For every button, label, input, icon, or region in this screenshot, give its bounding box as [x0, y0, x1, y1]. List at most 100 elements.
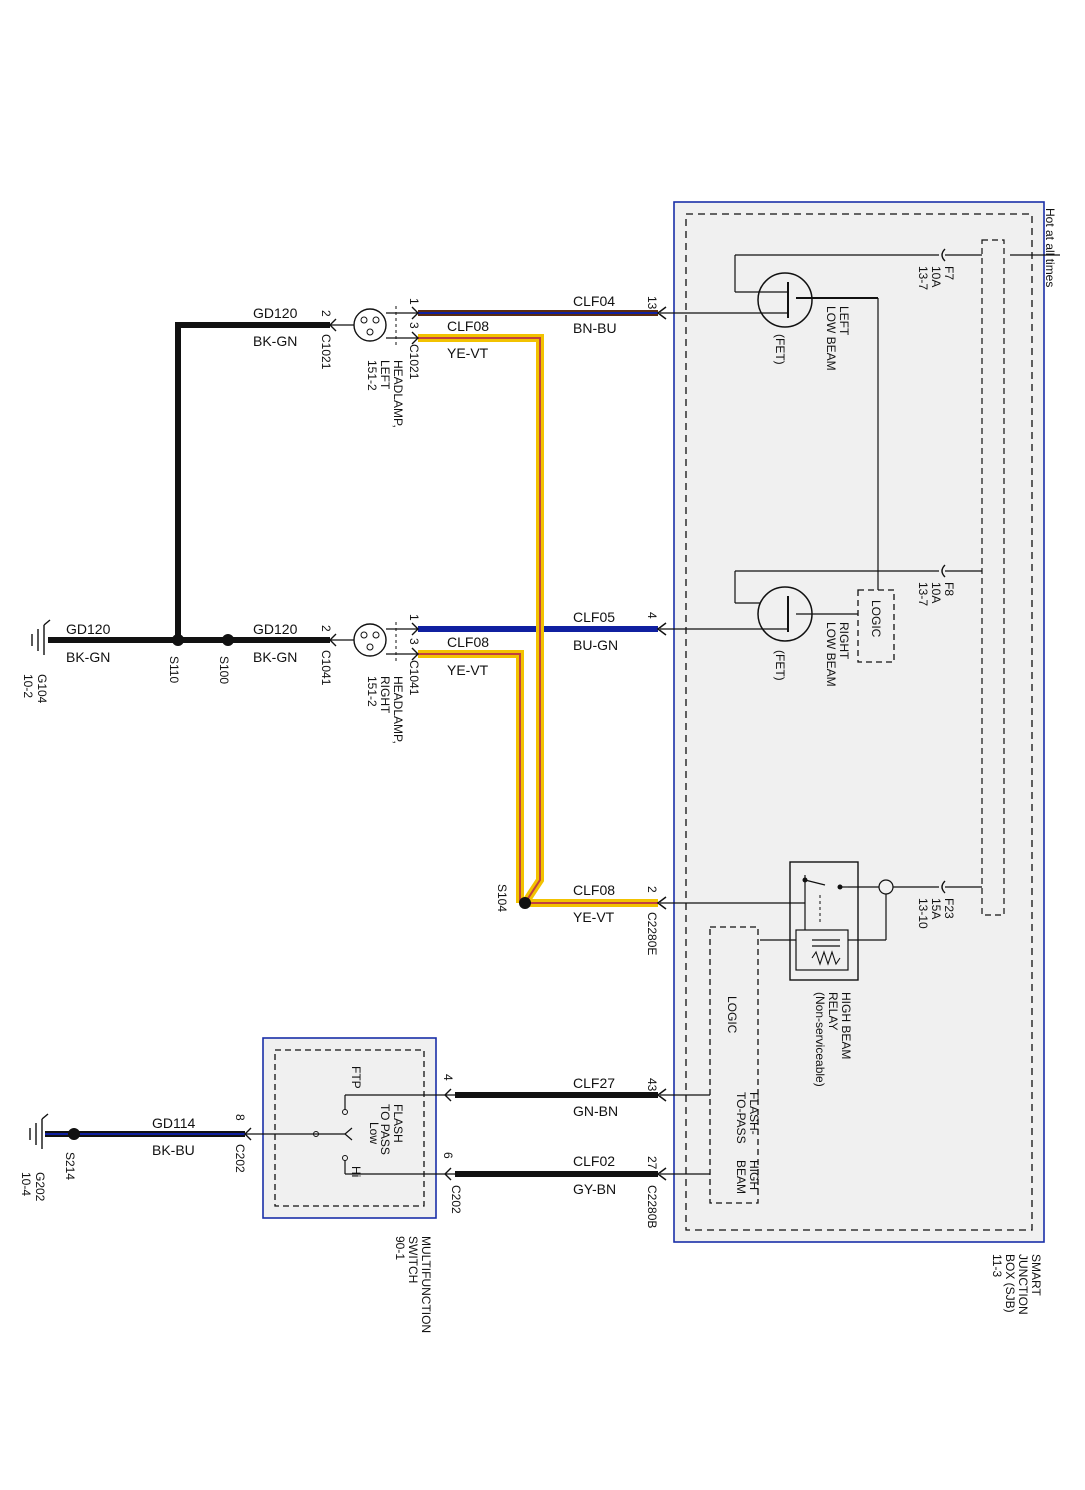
- hl-right-pin-1: 1: [407, 614, 421, 621]
- sjb-inner-outline: [685, 213, 1033, 1231]
- ftp-input-label-0: FLASH-: [747, 1092, 761, 1135]
- label-s100: S100: [217, 656, 231, 684]
- sjb-pin-13: 13: [645, 296, 659, 310]
- logic1-label: LOGIC: [869, 600, 883, 638]
- label-gd120c-color: BK-GN: [66, 649, 110, 665]
- hb-input-label-0: HIGH: [747, 1160, 761, 1190]
- label-gd120a-circuit: GD120: [253, 305, 298, 321]
- sjb-pin-2: 2: [645, 886, 659, 893]
- hb-input-label-1: BEAM: [734, 1160, 748, 1194]
- hl-right-name-2: 151-2: [365, 676, 379, 707]
- label-clf02-circuit: CLF02: [573, 1153, 615, 1169]
- hl-left-pin-1: 1: [407, 298, 421, 305]
- label-clf02-color: GY-BN: [573, 1181, 616, 1197]
- hl-right-pin-3: 3: [407, 638, 421, 645]
- hl-left-name-2: 151-2: [365, 360, 379, 391]
- label-s104: S104: [495, 884, 509, 912]
- label-clf08b-color: YE-VT: [447, 662, 489, 678]
- label-clf05-color: BU-GN: [573, 637, 618, 653]
- left-fet-label-1: LOW BEAM: [824, 306, 838, 371]
- left-fet-label-2: (FET): [773, 334, 787, 365]
- hl-left-ground-connector: C1021: [319, 334, 333, 370]
- fuse-f8-rating: 10A: [929, 582, 943, 603]
- connector-c2280e: C2280E: [645, 912, 659, 955]
- relay-label-0: HIGH BEAM: [839, 992, 853, 1059]
- splice-s104: [519, 897, 531, 909]
- switch-name-1: SWITCH: [406, 1236, 420, 1283]
- splice-s214: [68, 1128, 80, 1140]
- hl-left-name-1: LEFT: [378, 360, 392, 390]
- label-gd120a-color: BK-GN: [253, 333, 297, 349]
- logic-box-1: [857, 589, 895, 663]
- hl-right-ground-connector: C1041: [319, 650, 333, 686]
- label-clf04-color: BN-BU: [573, 320, 617, 336]
- splice-s100: [222, 634, 234, 646]
- label-gd114-circuit: GD114: [152, 1115, 196, 1131]
- fuse-f7-rating: 10A: [929, 266, 943, 287]
- label-gd120b-color: BK-GN: [253, 649, 297, 665]
- fuse-f7-id: F7: [942, 266, 956, 280]
- hl-left-pin-2: 2: [319, 310, 333, 317]
- sw-ground-connector: C202: [233, 1144, 247, 1173]
- splice-s110: [172, 634, 184, 646]
- sjb-name-3: 11-3: [990, 1254, 1004, 1277]
- headlamp-left: [329, 306, 419, 345]
- hl-left-name-0: HEADLAMP,: [391, 360, 405, 428]
- switch-name-2: 90-1: [393, 1236, 407, 1260]
- label-clf08c-circuit: CLF08: [573, 882, 615, 898]
- switch-title-1: TO PASS: [378, 1104, 392, 1155]
- sjb-name-2: BOX (SJB): [1003, 1254, 1017, 1313]
- label-gd120c-circuit: GD120: [66, 621, 111, 637]
- hl-right-name-0: HEADLAMP,: [391, 676, 405, 744]
- label-clf08a-circuit: CLF08: [447, 318, 489, 334]
- sjb-pin-43: 43: [645, 1078, 659, 1092]
- hl-left-pin-3: 3: [407, 322, 421, 329]
- logic-box-2: [709, 926, 759, 1204]
- fuse-f7: [734, 248, 982, 293]
- sw-pin-6: 6: [441, 1152, 455, 1159]
- label-clf08c-color: YE-VT: [573, 909, 615, 925]
- ground-g104-symbol: [31, 619, 51, 655]
- fuse-f7-ref: 13-7: [916, 266, 930, 290]
- sjb-pin-27: 27: [645, 1156, 659, 1170]
- relay-label-1: RELAY: [826, 992, 840, 1030]
- switch-title-0: FLASH: [391, 1104, 405, 1143]
- high-beam-relay: [660, 861, 886, 981]
- switch-hi: Hi: [349, 1166, 363, 1177]
- right-fet-label-1: LOW BEAM: [824, 622, 838, 687]
- sw-pin-8: 8: [233, 1114, 247, 1121]
- relay-label-2: (Non-serviceable): [813, 992, 827, 1087]
- label-gd120b-circuit: GD120: [253, 621, 298, 637]
- ftp-input-label-1: TO-PASS: [734, 1092, 748, 1144]
- sw-pin-4: 4: [441, 1074, 455, 1081]
- label-clf08b-circuit: CLF08: [447, 634, 489, 650]
- hot-bus: [981, 239, 1005, 916]
- left-fet-label-0: LEFT: [837, 306, 851, 336]
- hl-right-connector: C1041: [407, 660, 421, 696]
- label-clf04-circuit: CLF04: [573, 293, 615, 309]
- smart-junction-box: [673, 201, 1045, 1243]
- switch-name-0: MULTIFUNCTION: [419, 1236, 433, 1333]
- fuse-f8-ref: 13-7: [916, 582, 930, 606]
- label-clf08a-color: YE-VT: [447, 345, 489, 361]
- connector-c2280b: C2280B: [645, 1185, 659, 1228]
- headlamp-right: [329, 622, 419, 661]
- sw-connector: C202: [449, 1185, 463, 1214]
- sjb-pin-4: 4: [645, 612, 659, 619]
- left-low-beam-fet: [660, 272, 879, 590]
- wire-clf08: [418, 334, 658, 907]
- label-gd114-color: BK-BU: [152, 1142, 195, 1158]
- label-g104-id: G104: [35, 674, 49, 704]
- sjb-name-1: JUNCTION: [1016, 1254, 1030, 1315]
- right-low-beam-fet: [660, 586, 858, 642]
- fuse-f23-ref: 13-10: [916, 898, 930, 929]
- fuse-f23: [848, 879, 982, 940]
- sjb-pin-arrows: [656, 306, 667, 1181]
- label-g202-id: G202: [33, 1172, 47, 1202]
- label-s110: S110: [167, 656, 181, 683]
- fuse-f8-id: F8: [942, 582, 956, 596]
- logic2-label: LOGIC: [725, 996, 739, 1034]
- multifunction-switch: [244, 1037, 455, 1219]
- hl-right-pin-2: 2: [319, 625, 333, 632]
